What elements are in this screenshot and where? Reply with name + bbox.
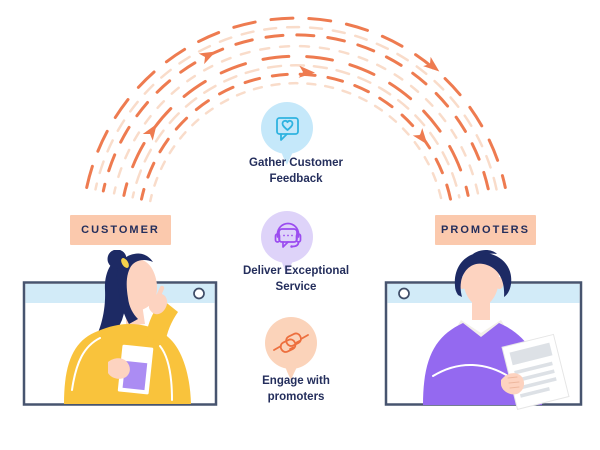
- gather-feedback-bubble: [261, 102, 313, 165]
- deliver-service-bubble: [261, 211, 313, 274]
- arrowheads: [142, 51, 440, 145]
- handshake-icon: [273, 332, 309, 353]
- browser-circle-icon: [193, 287, 205, 300]
- browser-circle-icon: [398, 287, 410, 300]
- engage-promoters-label: Engage with promoters: [262, 375, 330, 404]
- engage-promoters-bubble: [265, 317, 317, 380]
- headset-speech-bubble-icon: [274, 222, 302, 248]
- customer-badge: CUSTOMER: [70, 215, 171, 245]
- customer-illustration: [22, 250, 218, 406]
- promoters-badge: PROMOTERS: [435, 215, 536, 245]
- gather-feedback-label: Gather Customer Feedback: [249, 157, 343, 186]
- promoter-illustration: [384, 250, 583, 410]
- deliver-service-label: Deliver Exceptional Service: [242, 265, 350, 294]
- heart-speech-bubble-icon: [276, 117, 299, 141]
